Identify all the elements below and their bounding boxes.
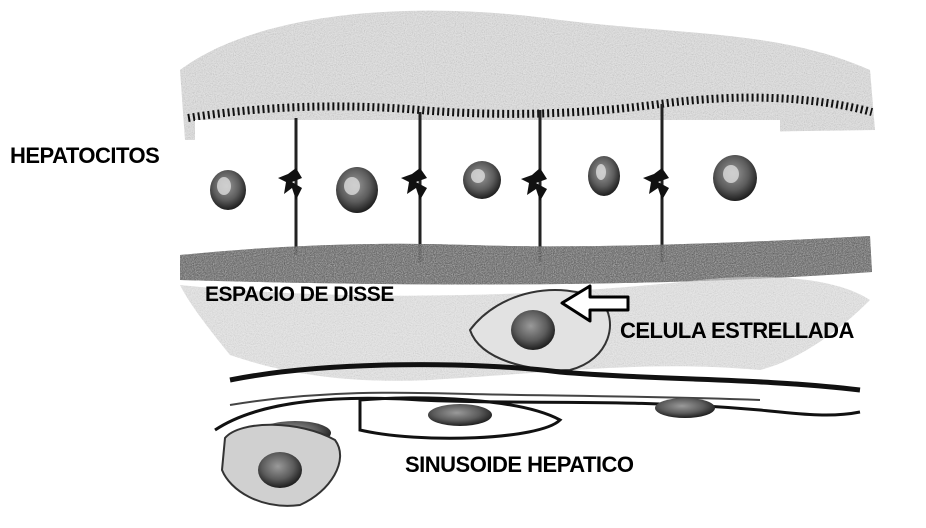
label-space-of-disse: ESPACIO DE DISSE (205, 283, 394, 307)
label-sinusoid: SINUSOIDE HEPATICO (405, 452, 634, 478)
hepatocyte-row (195, 104, 780, 262)
label-hepatocytes: HEPATOCITOS (10, 143, 159, 169)
stellate-cell-nucleus (511, 310, 555, 350)
sinusoid-cell (222, 425, 340, 506)
endothelial-nucleus (428, 404, 492, 426)
sinusoid-cell-nucleus (258, 452, 302, 488)
label-stellate-cell: CELULA ESTRELLADA (620, 318, 854, 344)
endothelial-nucleus (655, 398, 715, 418)
